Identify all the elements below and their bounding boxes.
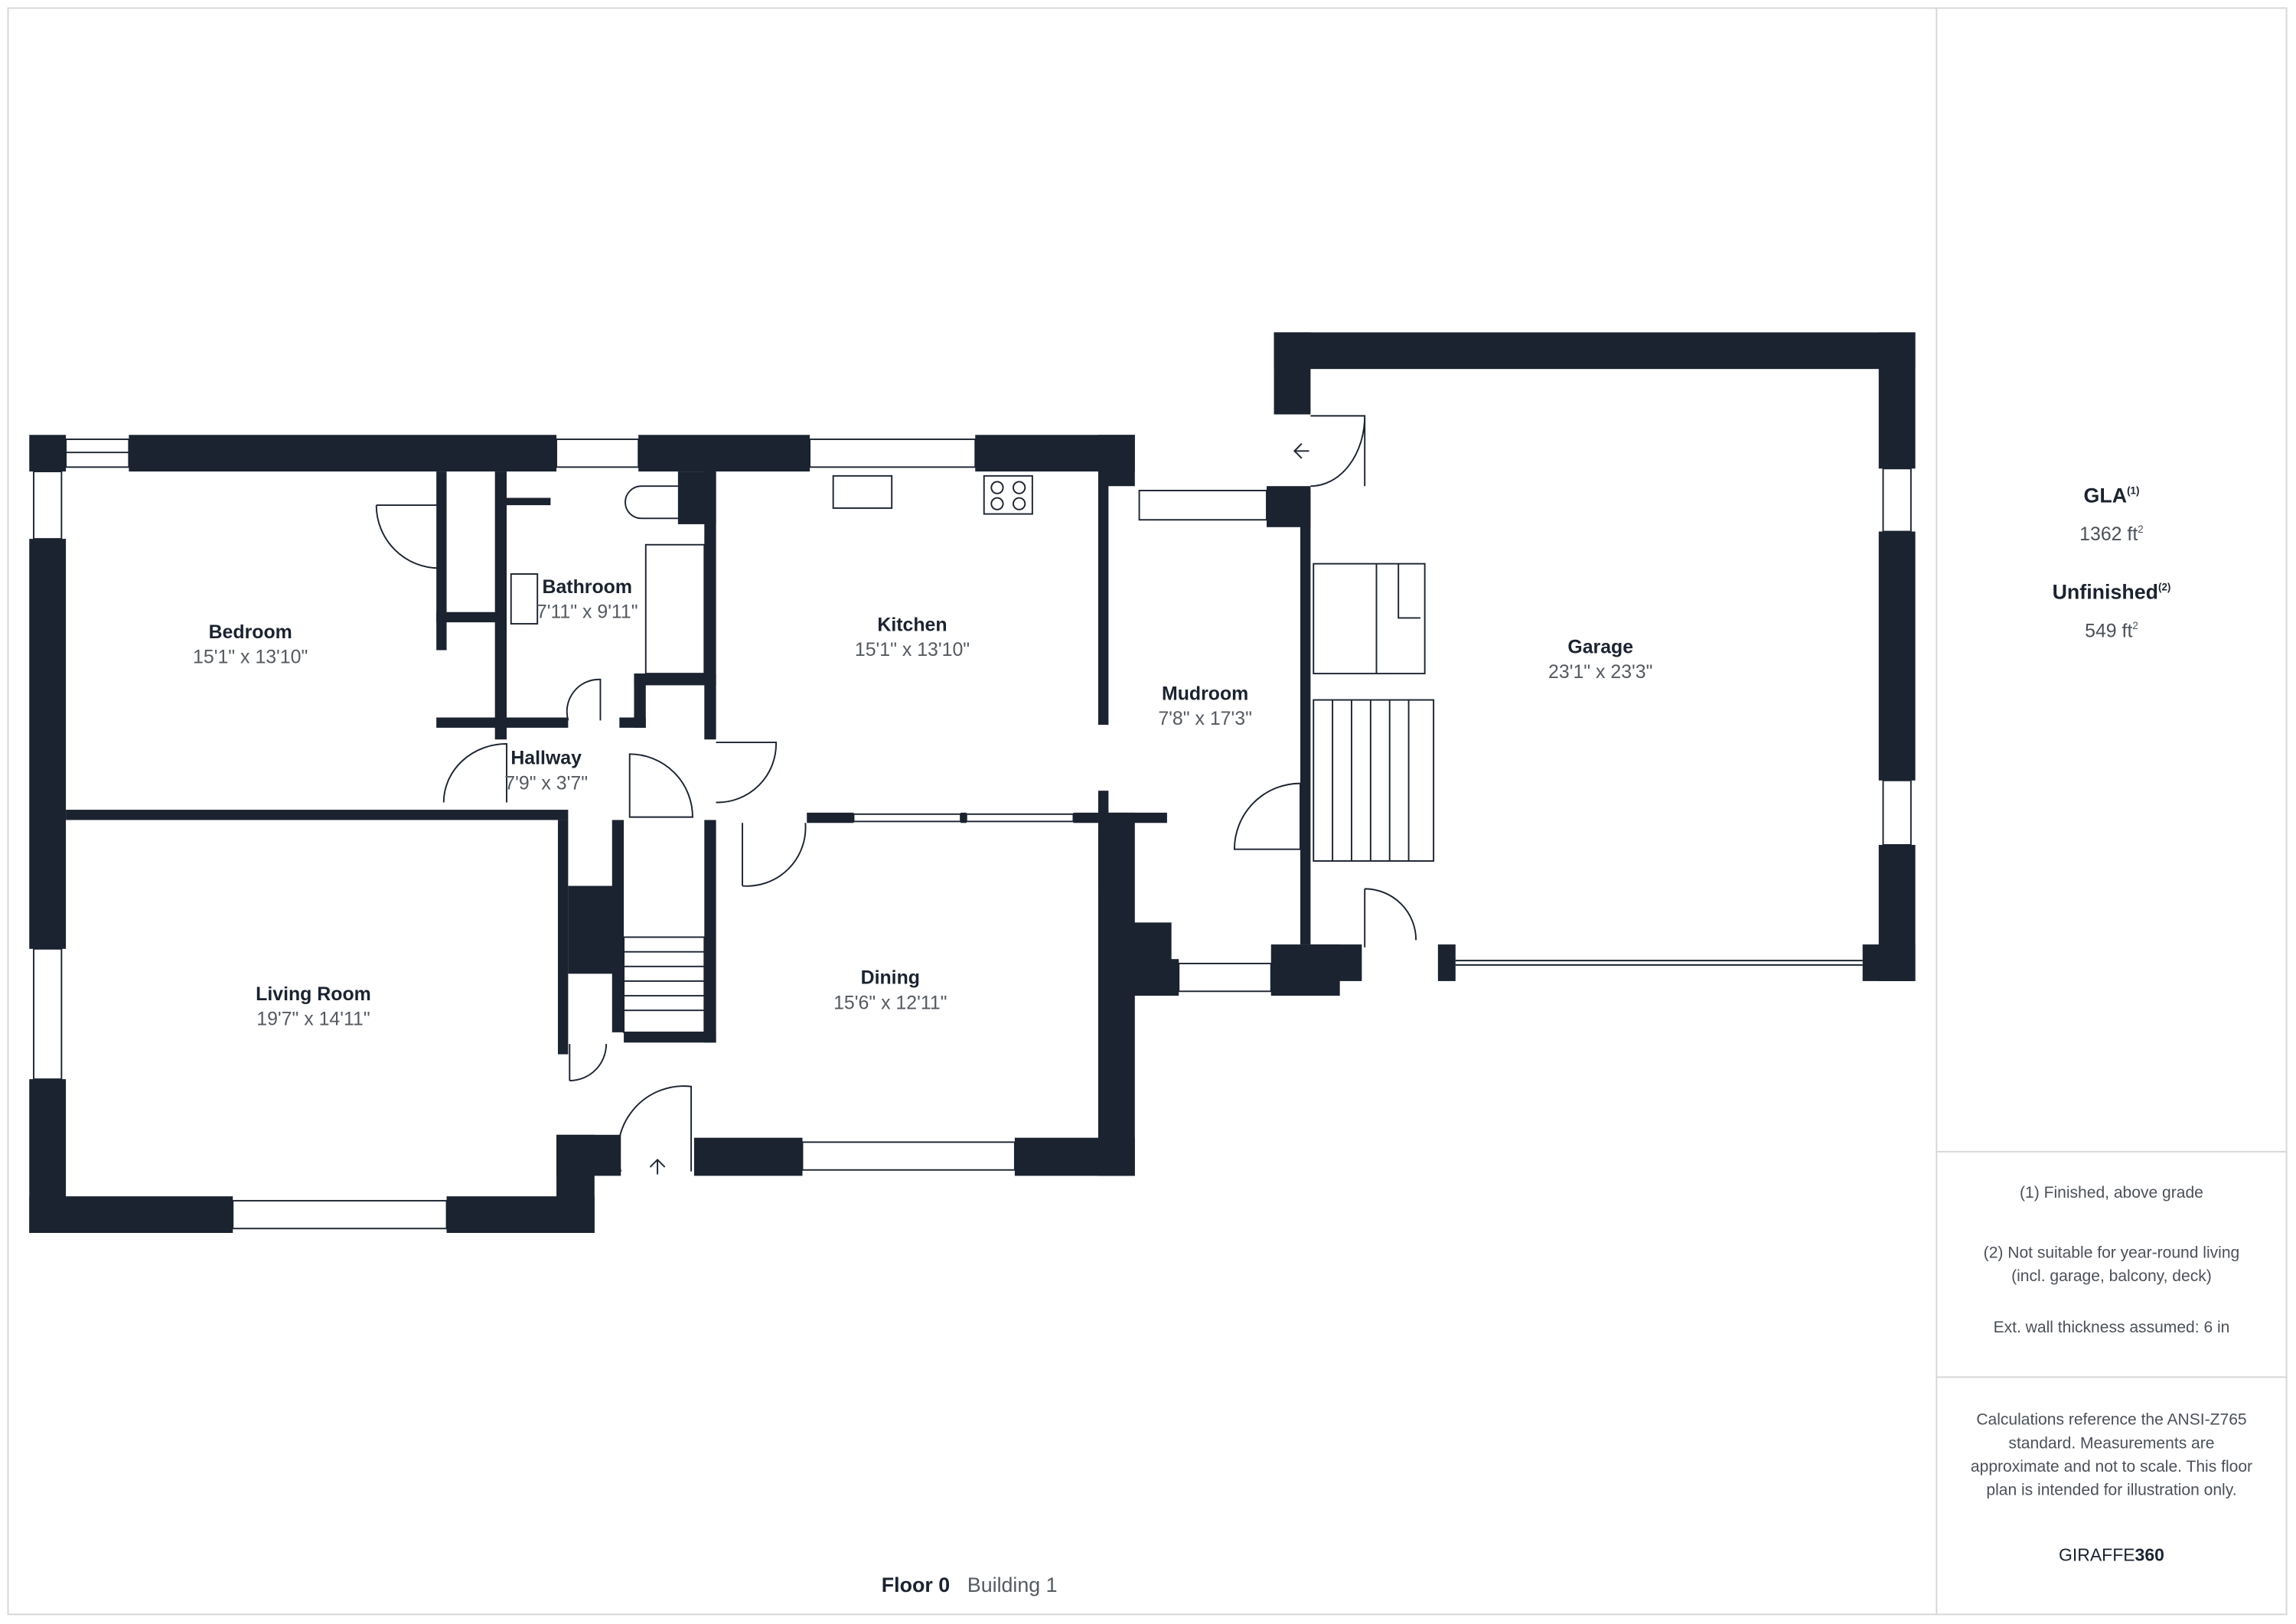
gla-label: GLA	[2083, 483, 2128, 507]
gla-heading: GLA(1)	[1936, 483, 2287, 507]
room-dining: Dining 15'6" x 12'11"	[833, 967, 947, 1013]
disclaimer: Calculations reference the ANSI-Z765 sta…	[1970, 1411, 2253, 1500]
floor-caption: Floor 0 Building 1	[882, 1573, 1058, 1596]
unfinished-footnote-ref: (2)	[2157, 583, 2171, 594]
gla-area: 1362 ft	[2079, 523, 2138, 545]
unfinished-area: 549 ft	[2085, 619, 2133, 642]
room-mudroom: Mudroom 7'8" x 17'3"	[1158, 683, 1252, 729]
room-dimensions: 23'1" x 23'3"	[1548, 660, 1653, 683]
room-bedroom: Bedroom 15'1" x 13'10"	[193, 621, 308, 667]
room-dimensions: 15'6" x 12'11"	[833, 991, 947, 1014]
divider	[1936, 1150, 2288, 1153]
note-wall-thickness: Ext. wall thickness assumed: 6 in	[1993, 1319, 2230, 1337]
unit-exponent: 2	[2132, 621, 2138, 632]
unit-exponent: 2	[2138, 525, 2144, 536]
brand-text: GIRAFFE	[2059, 1544, 2135, 1566]
room-hallway: Hallway 7'9" x 3'7"	[504, 747, 588, 794]
gla-value: 1362 ft2	[1936, 523, 2287, 545]
walls	[29, 332, 1916, 1233]
note-unfinished-line1: (2) Not suitable for year-round living	[1983, 1244, 2240, 1263]
building-label: Building 1	[967, 1572, 1058, 1596]
brand-number: 360	[2135, 1544, 2164, 1566]
room-dimensions: 7'11" x 9'11"	[536, 600, 638, 623]
room-name: Living Room	[256, 982, 371, 1005]
room-living-room: Living Room 19'7" x 14'11"	[256, 983, 371, 1029]
summary-panel	[1936, 7, 2287, 1616]
room-dimensions: 7'8" x 17'3"	[1158, 707, 1252, 729]
divider	[1936, 1376, 2288, 1378]
unfinished-value: 549 ft2	[1936, 619, 2287, 641]
windows-and-fixtures	[33, 415, 1912, 1230]
note-unfinished-line2: (incl. garage, balcony, deck)	[2011, 1267, 2212, 1286]
room-name: Kitchen	[877, 613, 947, 636]
unfinished-heading: Unfinished(2)	[1936, 580, 2287, 604]
room-bathroom: Bathroom 7'11" x 9'11"	[536, 576, 638, 622]
floor-label: Floor 0	[881, 1572, 951, 1596]
room-dimensions: 19'7" x 14'11"	[256, 1007, 370, 1030]
room-name: Garage	[1567, 635, 1634, 658]
room-dimensions: 15'1" x 13'10"	[193, 645, 308, 668]
room-name: Hallway	[510, 746, 582, 769]
unfinished-label: Unfinished	[2052, 579, 2158, 604]
room-dimensions: 7'9" x 3'7"	[504, 771, 589, 794]
room-name: Bathroom	[542, 575, 632, 598]
room-garage: Garage 23'1" x 23'3"	[1548, 635, 1652, 682]
room-name: Bedroom	[208, 621, 292, 643]
note-unfinished: (2) Not suitable for year-round living (…	[1936, 1241, 2287, 1288]
note-finished: (1) Finished, above grade	[2020, 1184, 2203, 1202]
room-name: Mudroom	[1161, 682, 1249, 705]
room-name: Dining	[860, 966, 920, 989]
gla-footnote-ref: (1)	[2127, 486, 2140, 497]
room-kitchen: Kitchen 15'1" x 13'10"	[855, 614, 970, 660]
room-dimensions: 15'1" x 13'10"	[854, 638, 970, 660]
sheet-border	[7, 7, 2288, 1616]
brand-logo: GIRAFFE360	[1936, 1545, 2287, 1566]
